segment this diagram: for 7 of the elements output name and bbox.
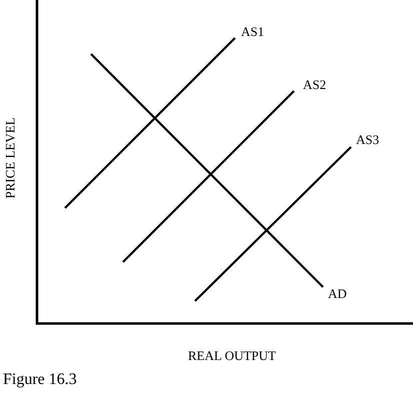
- curve-label: AS2: [303, 78, 326, 91]
- axis-label: REAL OUTPUT: [188, 349, 276, 362]
- curve-label: AD: [328, 287, 347, 300]
- curve-label: AS1: [241, 25, 264, 38]
- axis-label: PRICE LEVEL: [4, 117, 16, 199]
- curve-label: AS3: [356, 133, 380, 146]
- figure-caption: Figure 16.3: [3, 372, 77, 388]
